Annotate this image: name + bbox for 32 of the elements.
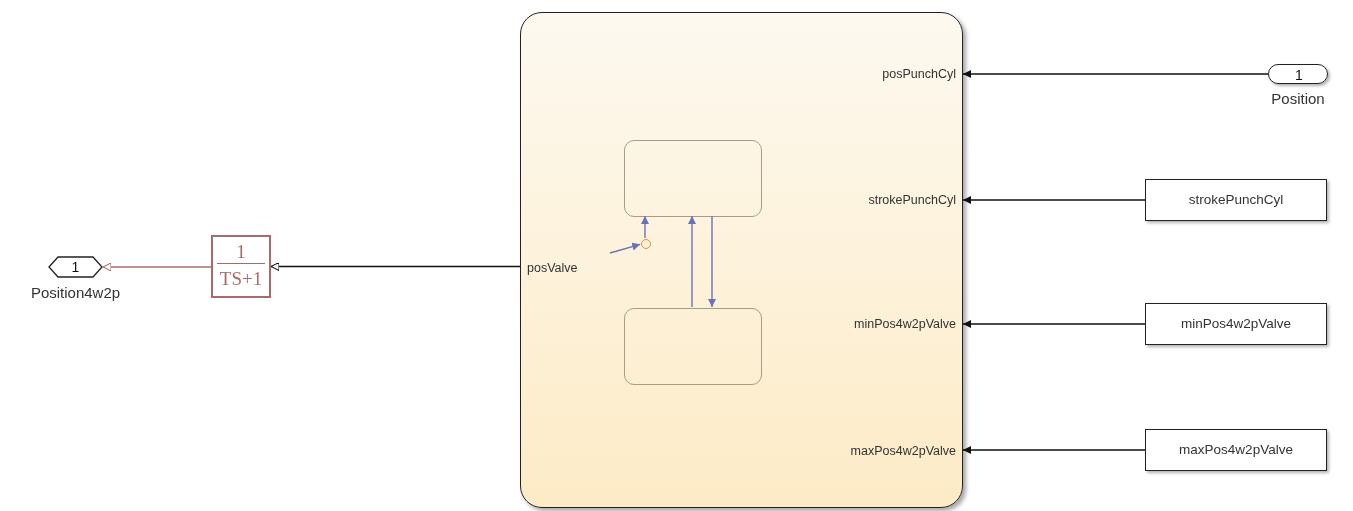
signal-line: [708, 215, 716, 308]
signal-line: [962, 446, 1146, 454]
constant-block: [1145, 429, 1327, 471]
signal-line: [962, 196, 1146, 204]
constant-block: [1145, 303, 1327, 345]
signal-line: [270, 262, 521, 271]
signal-line: [609, 242, 641, 254]
outport-block: [48, 256, 103, 278]
constant-value: maxPos4w2pValve: [1178, 442, 1294, 457]
chart-block: [520, 12, 963, 508]
port-name: Position4w2p: [30, 284, 121, 301]
port-label: strokePunchCyl: [868, 193, 956, 207]
signal-line: [102, 262, 212, 272]
constant-block: [1145, 179, 1327, 221]
numerator: 1: [217, 241, 265, 264]
port-label: posPunchCyl: [882, 67, 956, 81]
port-name: Position: [1271, 90, 1325, 107]
port-label: posValve: [527, 261, 578, 275]
port-number: 1: [1294, 67, 1304, 83]
denominator: TS+1: [218, 268, 264, 290]
port-label: minPos4w2pValve: [854, 317, 956, 331]
transfer-function-block: [211, 235, 271, 298]
signal-line: [962, 320, 1146, 328]
port-number: 1: [70, 259, 81, 275]
constant-value: minPos4w2pValve: [1179, 316, 1293, 331]
constant-value: strokePunchCyl: [1187, 192, 1285, 207]
signal-line: [641, 215, 649, 239]
signal-line: [962, 70, 1269, 78]
port-label: maxPos4w2pValve: [850, 444, 956, 458]
state-box: [624, 308, 762, 385]
state-box: [624, 140, 762, 217]
signal-line: [688, 215, 696, 308]
